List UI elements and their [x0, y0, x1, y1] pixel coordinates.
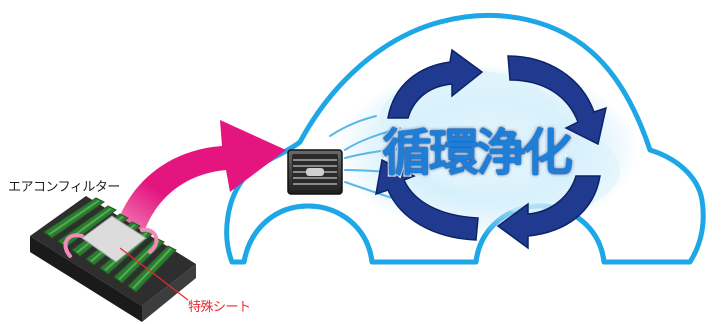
special-sheet — [81, 215, 147, 263]
flow-arrow-icon — [112, 120, 286, 246]
special-sheet-label: 特殊シート — [188, 300, 251, 315]
center-title: 循環浄化 — [381, 118, 610, 188]
air-vent-icon — [287, 149, 343, 195]
center-title-text: 循環浄化 — [381, 123, 575, 184]
cycle-arrow-icon — [375, 48, 608, 250]
air-filter-icon — [30, 196, 196, 322]
air-filter-label: エアコンフィルター — [8, 180, 120, 195]
